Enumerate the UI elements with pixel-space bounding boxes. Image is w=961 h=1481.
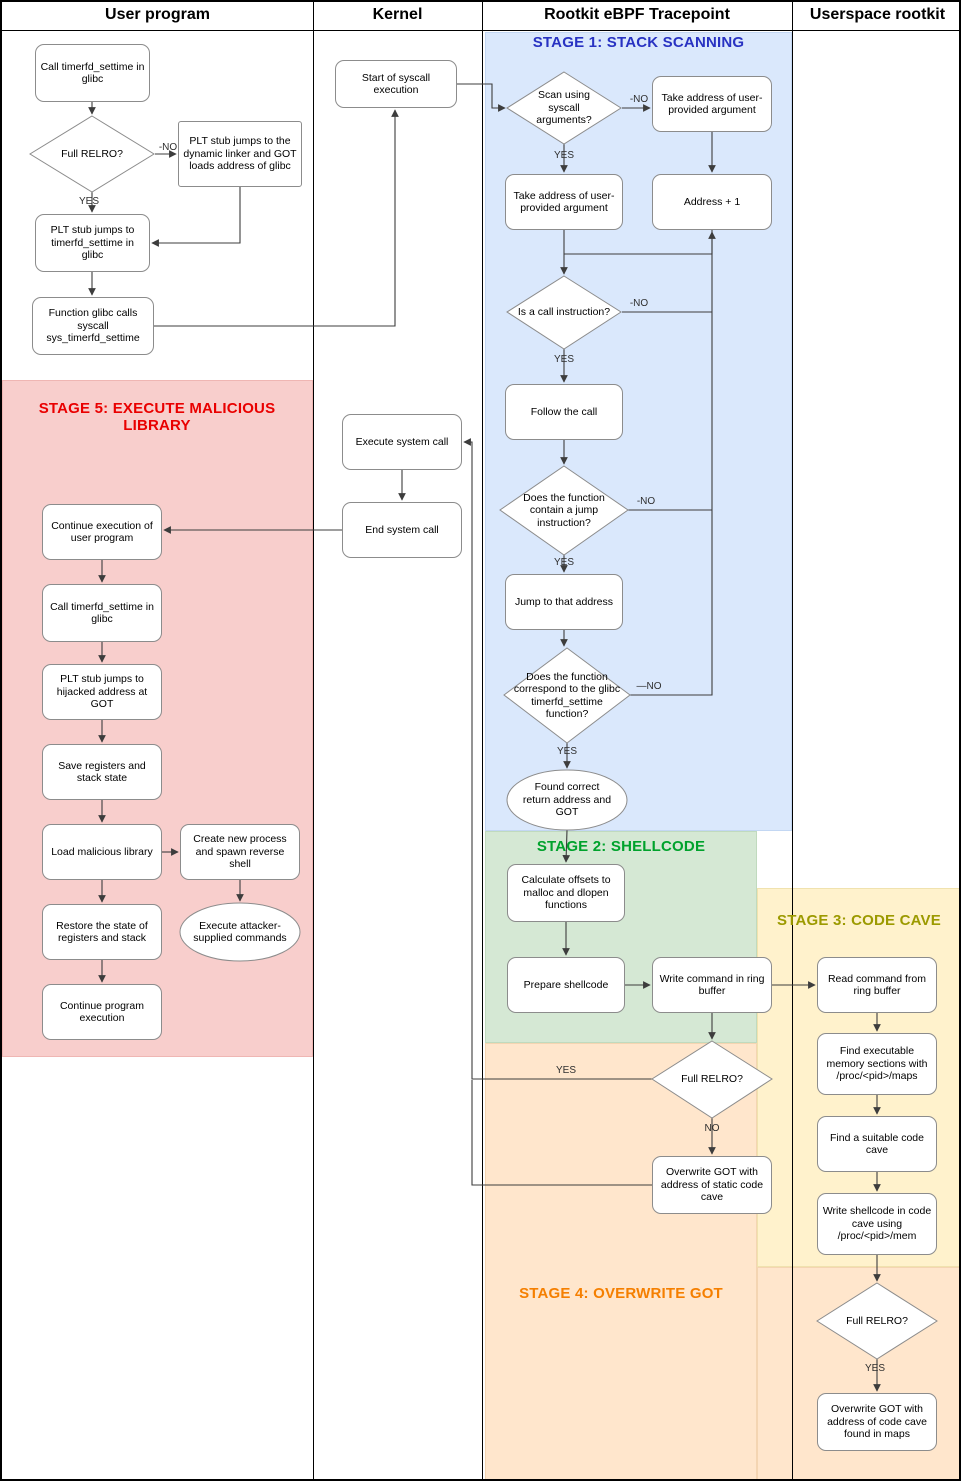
edge-label-yes: YES <box>553 557 574 568</box>
stage4-title: STAGE 4: OVERWRITE GOT <box>519 1285 723 1302</box>
node-full-relro-2: Full RELRO? <box>681 1073 743 1086</box>
node-jump-addr: Jump to that address <box>505 574 623 630</box>
edge-label-yes: YES <box>553 150 574 161</box>
edge-label-yes: YES <box>864 1363 885 1374</box>
node-continue-program: Continue program execution <box>42 984 162 1040</box>
node-plt-hijacked: PLT stub jumps to hijacked address at GO… <box>42 664 162 720</box>
stage5-title: STAGE 5: EXECUTE MALICIOUS LIBRARY <box>38 400 276 434</box>
stage3-title: STAGE 3: CODE CAVE <box>777 912 941 929</box>
node-take-addr-yes: Take address of user-provided argument <box>505 174 623 230</box>
node-save-registers: Save registers and stack state <box>42 744 162 800</box>
node-execute-syscall: Execute system call <box>342 414 462 470</box>
edge-label-yes: YES <box>553 354 574 365</box>
lane-divider <box>482 2 483 1479</box>
node-overwrite-static: Overwrite GOT with address of static cod… <box>652 1156 772 1214</box>
lane-header-ebpf-tracepoint: Rootkit eBPF Tracepoint <box>544 6 730 23</box>
diamond-full-relro-3 <box>816 1282 938 1360</box>
edge-label-no: -NO <box>158 142 178 153</box>
diamond-scan-args <box>506 71 622 145</box>
node-plt-dynamic-linker: PLT stub jumps to the dynamic linker and… <box>178 121 302 187</box>
node-overwrite-maps: Overwrite GOT with address of code cave … <box>817 1393 937 1451</box>
diamond-full-relro-2 <box>651 1040 773 1119</box>
node-has-jump: Does the function contain a jump instruc… <box>523 491 605 529</box>
node-write-shellcode-cave: Write shellcode in code cave using /proc… <box>817 1193 937 1255</box>
node-addr-plus-1: Address + 1 <box>652 174 772 230</box>
node-glibc-syscall: Function glibc calls syscall sys_timerfd… <box>32 297 154 355</box>
diamond-is-glibc-fn <box>503 647 631 744</box>
edge-label-yes: YES <box>555 1065 576 1076</box>
node-full-relro-3: Full RELRO? <box>846 1314 908 1327</box>
node-write-ringbuf: Write command in ring buffer <box>652 957 772 1013</box>
node-read-ringbuf: Read command from ring buffer <box>817 957 937 1013</box>
node-find-exec-mem: Find executable memory sections with /pr… <box>817 1033 937 1095</box>
edge-label-yes: YES <box>78 196 99 207</box>
lane-header-kernel: Kernel <box>372 6 423 23</box>
node-restore-state: Restore the state of registers and stack <box>42 904 162 960</box>
node-load-library: Load malicious library <box>42 824 162 880</box>
node-find-cave: Find a suitable code cave <box>817 1116 937 1172</box>
node-full-relro-1: Full RELRO? <box>61 147 123 160</box>
header-divider <box>2 30 959 31</box>
node-calc-offsets: Calculate offsets to malloc and dlopen f… <box>507 864 625 922</box>
node-follow-call: Follow the call <box>505 384 623 440</box>
diamond-is-call <box>506 275 622 350</box>
stage1-title: STAGE 1: STACK SCANNING <box>532 34 745 51</box>
node-continue-user: Continue execution of user program <box>42 504 162 560</box>
edge-label-no: -NO <box>629 298 649 309</box>
lane-header-userspace-rootkit: Userspace rootkit <box>809 6 946 23</box>
node-create-process: Create new process and spawn reverse she… <box>180 824 300 880</box>
stage2-title: STAGE 2: SHELLCODE <box>536 838 706 855</box>
flow-edges <box>88 83 881 1392</box>
ellipse-execute-commands <box>179 902 301 962</box>
lane-divider <box>792 2 793 1479</box>
node-is-glibc-fn: Does the function correspond to the glib… <box>513 670 621 720</box>
edge-label-no: —NO <box>636 681 662 692</box>
node-found-addr: Found correct return address and GOT <box>522 781 612 819</box>
node-call-settime-1: Call timerfd_settime in glibc <box>35 44 150 102</box>
diamond-has-jump <box>499 465 629 556</box>
edge-label-yes: YES <box>556 746 577 757</box>
diamond-full-relro-1 <box>29 115 155 193</box>
decision-and-terminal-shapes <box>29 71 938 1360</box>
node-call-settime-2: Call timerfd_settime in glibc <box>42 584 162 642</box>
node-scan-args: Scan using syscall arguments? <box>536 89 592 127</box>
node-start-syscall: Start of syscall execution <box>335 60 457 108</box>
node-prepare-shellcode: Prepare shellcode <box>507 957 625 1013</box>
edge-label-no: NO <box>704 1123 720 1134</box>
node-plt-settime: PLT stub jumps to timerfd_settime in gli… <box>35 214 150 272</box>
lane-divider <box>313 2 314 1479</box>
node-execute-commands: Execute attacker-supplied commands <box>193 919 287 944</box>
node-end-syscall: End system call <box>342 502 462 558</box>
edge-label-no: -NO <box>629 94 649 105</box>
node-is-call: Is a call instruction? <box>517 306 611 319</box>
ellipse-found-addr <box>506 769 628 831</box>
edge-label-no: -NO <box>636 496 656 507</box>
node-take-addr-no: Take address of user-provided argument <box>652 76 772 132</box>
lane-header-user-program: User program <box>105 6 210 23</box>
